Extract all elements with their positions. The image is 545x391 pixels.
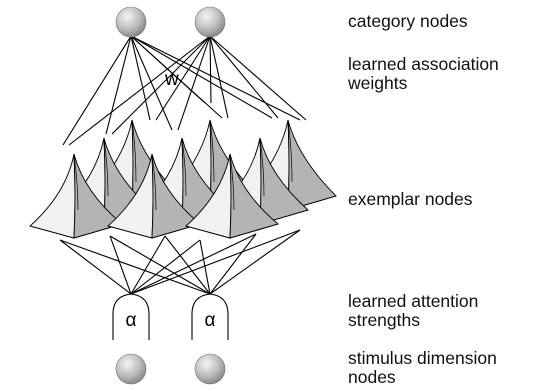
attention-symbol-1: α bbox=[126, 310, 137, 331]
association-line bbox=[62, 35, 132, 146]
attention-node-2: α bbox=[191, 293, 229, 340]
exemplar-node bbox=[185, 153, 279, 239]
attention-line bbox=[109, 235, 132, 295]
category-node-2 bbox=[194, 6, 226, 38]
attention-line bbox=[130, 233, 257, 295]
association-line bbox=[130, 35, 223, 119]
attention-line bbox=[199, 239, 211, 295]
attention-line bbox=[130, 235, 166, 295]
association-weights-label-line1: learned association bbox=[348, 54, 499, 74]
attention-line bbox=[209, 229, 301, 295]
attention-lines bbox=[59, 229, 301, 295]
exemplar-node-grid bbox=[29, 119, 337, 239]
association-line bbox=[105, 35, 132, 135]
association-line bbox=[111, 35, 211, 135]
attention-strengths-label-line1: learned attention bbox=[348, 291, 479, 311]
association-line bbox=[130, 35, 273, 119]
exemplar-node bbox=[29, 153, 123, 239]
exemplar-nodes-label: exemplar nodes bbox=[348, 189, 473, 209]
attention-node-1: α bbox=[112, 293, 150, 340]
attention-strengths-label-line2: strengths bbox=[348, 310, 420, 330]
attention-line bbox=[209, 233, 257, 295]
association-line bbox=[130, 35, 173, 131]
exemplar-node bbox=[107, 153, 201, 239]
association-weight-lines bbox=[62, 35, 307, 146]
association-line bbox=[209, 35, 212, 104]
category-node-1 bbox=[115, 6, 147, 38]
association-line bbox=[130, 35, 151, 121]
association-line bbox=[68, 35, 211, 146]
association-line bbox=[155, 35, 211, 121]
association-line bbox=[209, 35, 279, 119]
association-weights-label-line2: weights bbox=[348, 73, 408, 93]
attention-line bbox=[109, 235, 211, 295]
association-line bbox=[209, 35, 307, 121]
association-line bbox=[177, 35, 211, 131]
stimulus-node-1 bbox=[115, 353, 147, 385]
association-line bbox=[209, 35, 229, 119]
stimulus-dimension-label-line1: stimulus dimension bbox=[348, 348, 497, 368]
stimulus-dimension-label-line2: nodes bbox=[348, 367, 396, 387]
attention-line bbox=[130, 239, 201, 295]
weight-symbol: w bbox=[164, 69, 179, 90]
category-nodes-label: category nodes bbox=[348, 11, 468, 31]
attention-line bbox=[130, 229, 301, 295]
association-line bbox=[130, 35, 301, 121]
attention-symbol-2: α bbox=[205, 310, 216, 331]
attention-line bbox=[59, 239, 211, 295]
stimulus-node-2 bbox=[194, 353, 226, 385]
attention-line bbox=[164, 235, 211, 295]
attention-line bbox=[59, 239, 132, 295]
